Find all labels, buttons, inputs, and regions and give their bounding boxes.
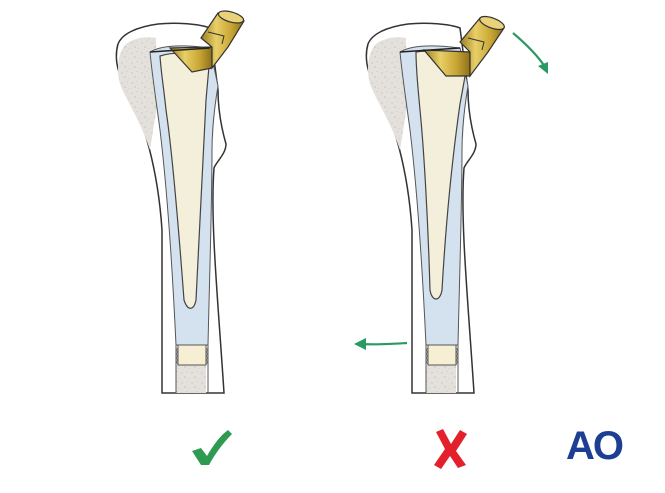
- rotation-arrow-top: [512, 32, 546, 68]
- rotation-arrow-bottom: [361, 341, 408, 346]
- medullary-canal-outline: [175, 345, 209, 393]
- x-cross-icon: [434, 429, 467, 469]
- check-icon: [192, 430, 232, 465]
- femur-incorrect-position: [354, 15, 548, 394]
- femoral-stem: [415, 50, 469, 300]
- arrowhead-bottom-icon: [354, 338, 366, 350]
- femur-correct-position: [115, 10, 245, 394]
- medullary-canal-outline: [425, 345, 459, 393]
- trunnion-taper-line: [467, 37, 485, 51]
- resection-line: [399, 47, 461, 53]
- cancellous-bone: [426, 365, 456, 393]
- arrowhead-top-icon: [538, 62, 548, 74]
- cancellous-bone: [118, 37, 158, 150]
- resection-line: [149, 47, 211, 53]
- trunnion-top: [217, 10, 245, 24]
- trunnion-taper-line: [207, 31, 225, 45]
- plug-teeth: [175, 347, 209, 365]
- trunnion-top: [479, 15, 505, 31]
- cement-restrictor-plug: [177, 344, 207, 366]
- cancellous-bone: [368, 37, 408, 150]
- femoral-stem: [159, 52, 211, 309]
- plug-teeth: [425, 347, 459, 365]
- ao-logo: AO: [566, 424, 624, 468]
- cement-restrictor-plug: [427, 344, 457, 366]
- cancellous-bone: [176, 365, 206, 393]
